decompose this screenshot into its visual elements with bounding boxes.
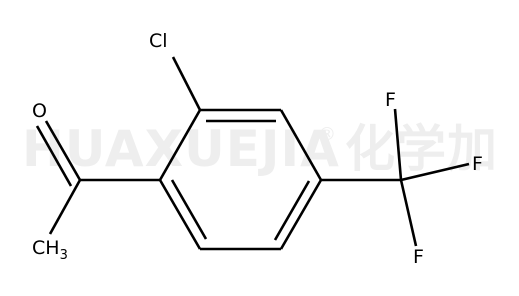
fluorine-bottom-label: F (413, 246, 424, 268)
methyl-subscript: 3 (60, 248, 68, 263)
bond-carbonyl-methyl (48, 179, 82, 235)
double-bond-c6-c1 (170, 179, 208, 240)
bond-c6-c1 (158, 179, 202, 250)
bond-c4-c5 (279, 179, 323, 250)
fluorine-top-label: F (385, 89, 396, 111)
bond-cf3-fluorine-right (400, 162, 470, 182)
bond-cf3-fluorine-top (393, 108, 403, 181)
watermark-registered-mark: ® (318, 124, 336, 145)
methyl-carbon-text: CH (32, 237, 60, 259)
methyl-atom-label: CH3 (32, 237, 68, 263)
acetyl-group (35, 120, 160, 235)
oxygen-atom-label: O (32, 100, 47, 122)
benzene-ring (158, 108, 323, 251)
trifluoromethyl-group (321, 108, 470, 247)
chlorine-atom-label: Cl (149, 30, 168, 52)
watermark-text: HUAXUEJIA (22, 120, 340, 178)
fluorine-right-label: F (472, 153, 483, 175)
double-bond-c4-c5 (273, 180, 311, 241)
bond-c3-c4 (279, 109, 323, 181)
watermark: HUAXUEJIA ® 化学加 (22, 120, 498, 178)
bond-ring-chlorine (171, 56, 202, 111)
double-bond-carbonyl-oxygen (35, 125, 73, 187)
bond-carbonyl-oxygen (44, 120, 82, 181)
bond-cf3-fluorine-bottom (399, 179, 418, 247)
bond-c1-c2 (158, 109, 202, 181)
watermark-chinese-text: 化学加 (345, 120, 498, 178)
